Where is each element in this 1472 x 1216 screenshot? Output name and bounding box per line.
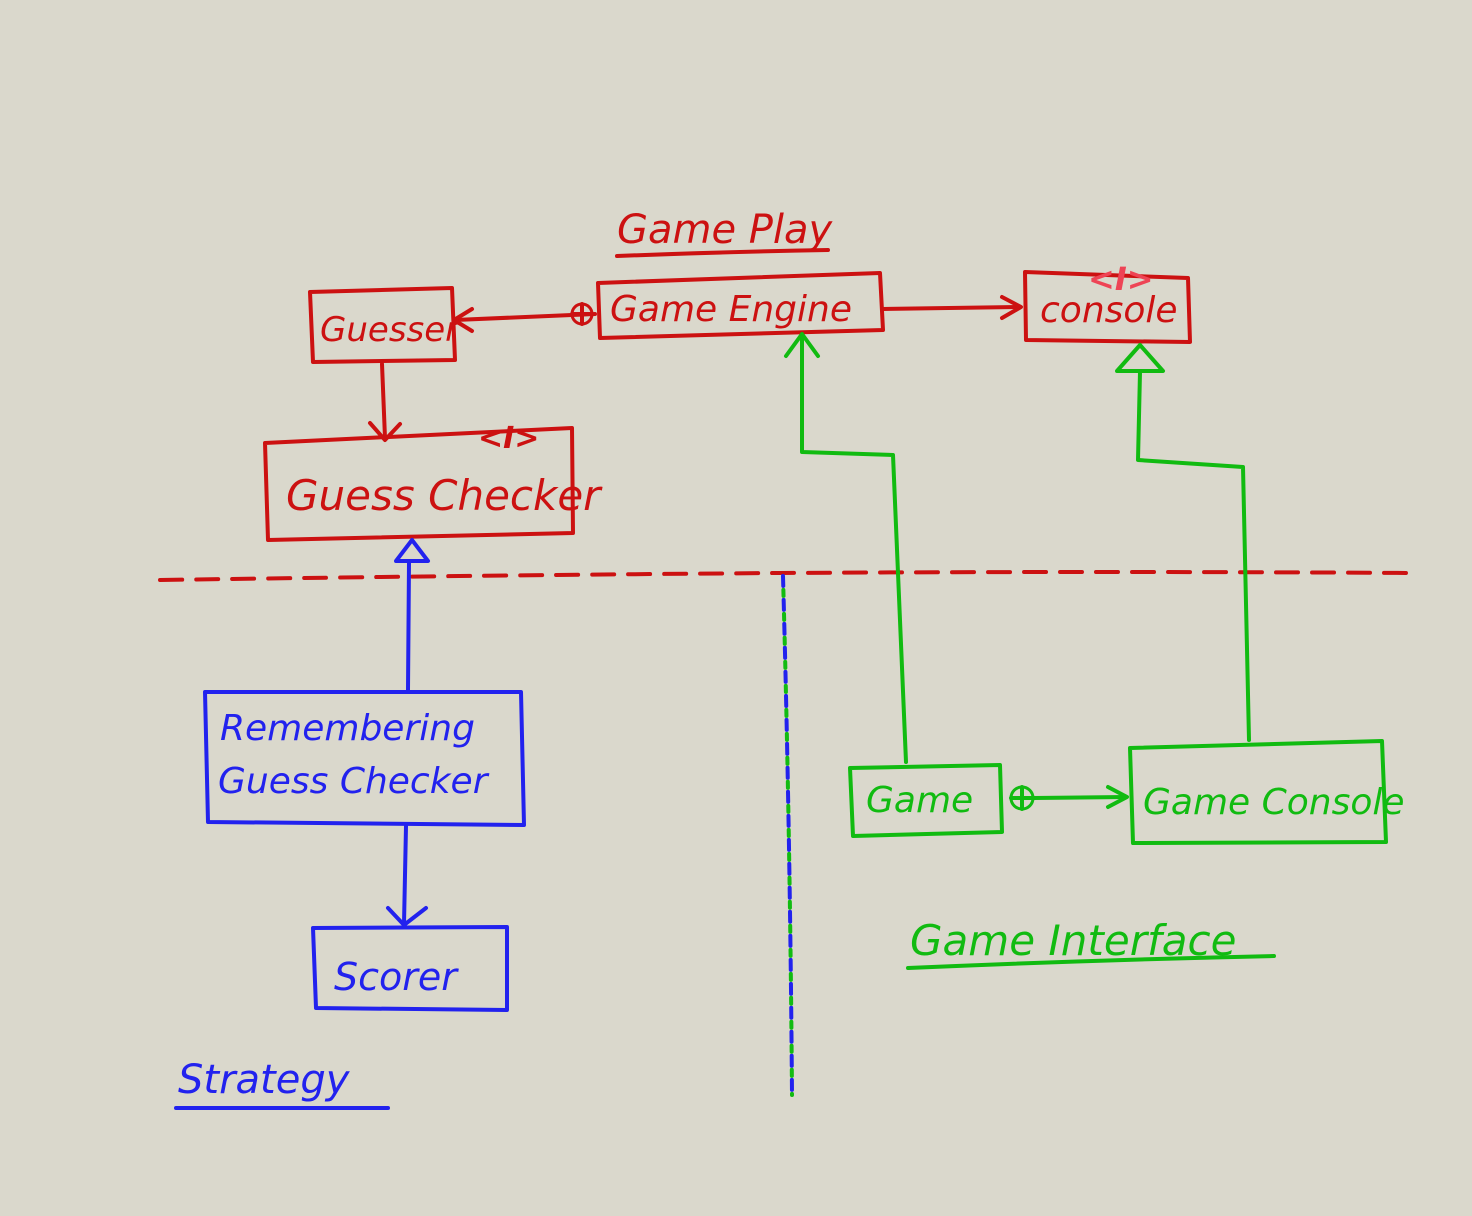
hollow-triangle-guess-checker <box>394 538 430 563</box>
class-remembering-line2: Guess Checker <box>218 761 490 802</box>
realization-game-console-to-console <box>1136 370 1251 742</box>
package-underline-game-interface <box>906 954 1276 970</box>
package-divider-vertical-blue <box>781 574 794 1097</box>
class-guess-checker-label: Guess Checker <box>286 471 603 520</box>
class-game-engine-label: Game Engine <box>610 289 852 330</box>
class-console-label: console <box>1040 290 1178 331</box>
association-engine-to-console <box>881 305 1022 311</box>
stereotype-guess-checker-interface: <I> <box>478 421 539 456</box>
class-game-console: Game Console <box>1128 739 1405 845</box>
arrowhead-guesser <box>452 307 474 333</box>
class-remembering-line1: Remembering <box>220 708 475 749</box>
arrowhead-guess-checker <box>368 421 402 442</box>
stereotype-console-interface: <I> <box>1088 260 1154 298</box>
association-remembering-to-scorer <box>402 824 408 926</box>
arrowhead-console <box>1000 295 1023 320</box>
package-underline-game-play <box>615 248 830 258</box>
arrowhead-game-console <box>1106 785 1129 809</box>
class-scorer: Scorer <box>311 925 509 1012</box>
dependency-game-to-game-engine <box>800 334 908 764</box>
hollow-triangle-console <box>1115 343 1165 373</box>
class-game: Game <box>848 763 1004 838</box>
class-game-engine: Game Engine <box>596 271 885 340</box>
package-label-strategy: Strategy <box>178 1057 351 1103</box>
class-guesser-label: Guesser <box>320 310 461 350</box>
package-divider-horizontal <box>158 570 1417 582</box>
class-scorer-label: Scorer <box>334 955 459 999</box>
package-label-game-play: Game Play <box>617 207 834 253</box>
arrowhead-game-engine <box>784 332 820 358</box>
ownership-circle-game <box>1009 785 1035 811</box>
ownership-circle-engine <box>570 302 594 326</box>
class-game-console-label: Game Console <box>1143 782 1405 823</box>
class-remembering-guess-checker: Remembering Guess Checker <box>203 690 526 827</box>
class-game-label: Game <box>866 780 973 821</box>
association-guesser-to-guess-checker <box>380 362 387 440</box>
association-game-to-game-console <box>1032 795 1128 800</box>
package-divider-vertical-green <box>781 574 794 1097</box>
class-guess-checker: Guess Checker <I> <box>263 421 603 542</box>
arrowhead-scorer <box>386 906 428 927</box>
class-guesser: Guesser <box>308 286 461 364</box>
realization-remembering-to-guess-checker <box>406 560 411 692</box>
class-console: console <I> <box>1023 260 1192 344</box>
